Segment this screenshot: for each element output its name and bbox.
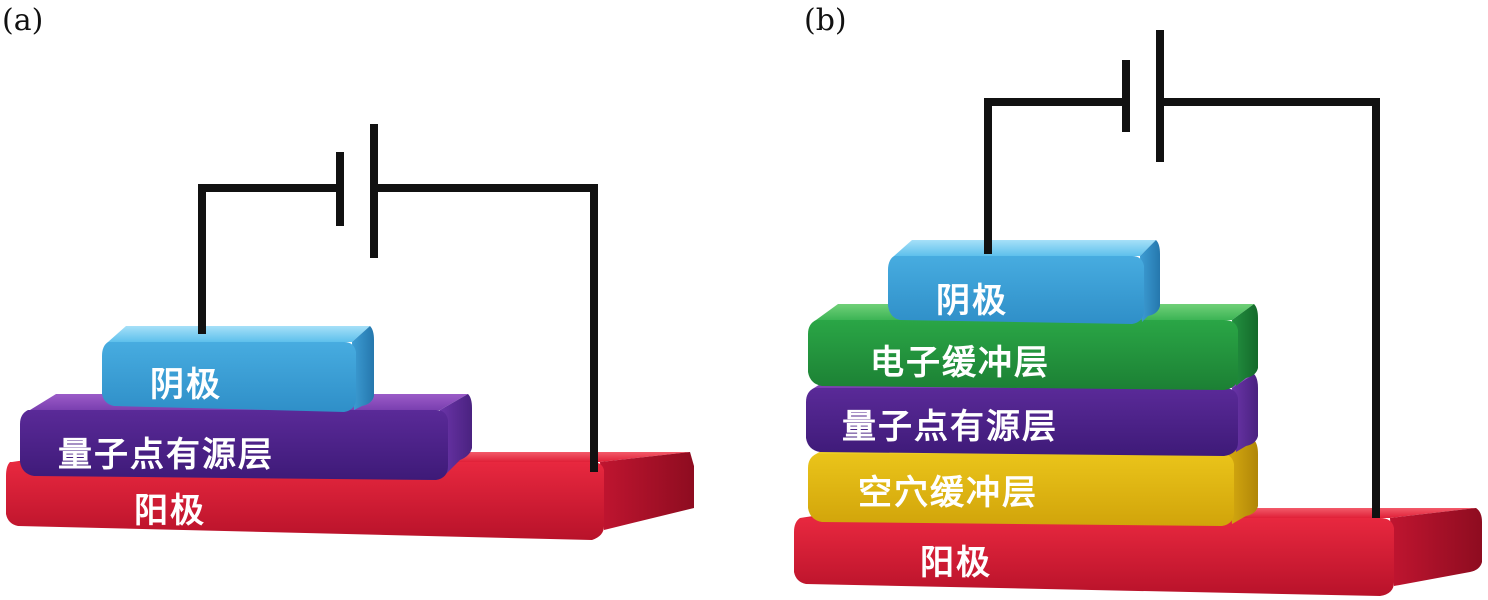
panel-b-cathode-label: 阴极	[936, 281, 1008, 321]
panel-a-wire-left	[198, 184, 344, 334]
panel-b-label: (b)	[804, 3, 847, 38]
panel-a-qd-layer: 量子点有源层	[20, 394, 472, 480]
panel-b-anode-label: 阳极	[920, 543, 992, 583]
panel-a-cathode-layer: 阴极	[102, 326, 374, 412]
panel-a-label: (a)	[2, 3, 43, 38]
panel-b-qd-label: 量子点有源层	[842, 407, 1058, 447]
panel-a: (a) 阳极 量子点有源层 阴极	[2, 3, 694, 540]
panel-a-wire-right	[370, 184, 598, 472]
panel-a-circuit	[198, 124, 598, 472]
panel-b: (b) 阳极 空穴缓冲层 量子点有源层 电子缓冲层	[794, 3, 1482, 596]
panel-b-cathode-layer: 阴极	[888, 240, 1160, 324]
panel-a-anode-label: 阳极	[134, 491, 206, 531]
panel-a-cathode-label: 阴极	[150, 365, 222, 405]
panel-b-wire-left	[984, 98, 1130, 254]
panel-b-electron-buffer-label: 电子缓冲层	[870, 343, 1050, 383]
panel-b-wire-right	[1156, 98, 1380, 518]
panel-b-hole-buffer-label: 空穴缓冲层	[858, 473, 1038, 513]
panel-b-circuit	[984, 30, 1380, 518]
panel-a-qd-label: 量子点有源层	[58, 435, 274, 475]
